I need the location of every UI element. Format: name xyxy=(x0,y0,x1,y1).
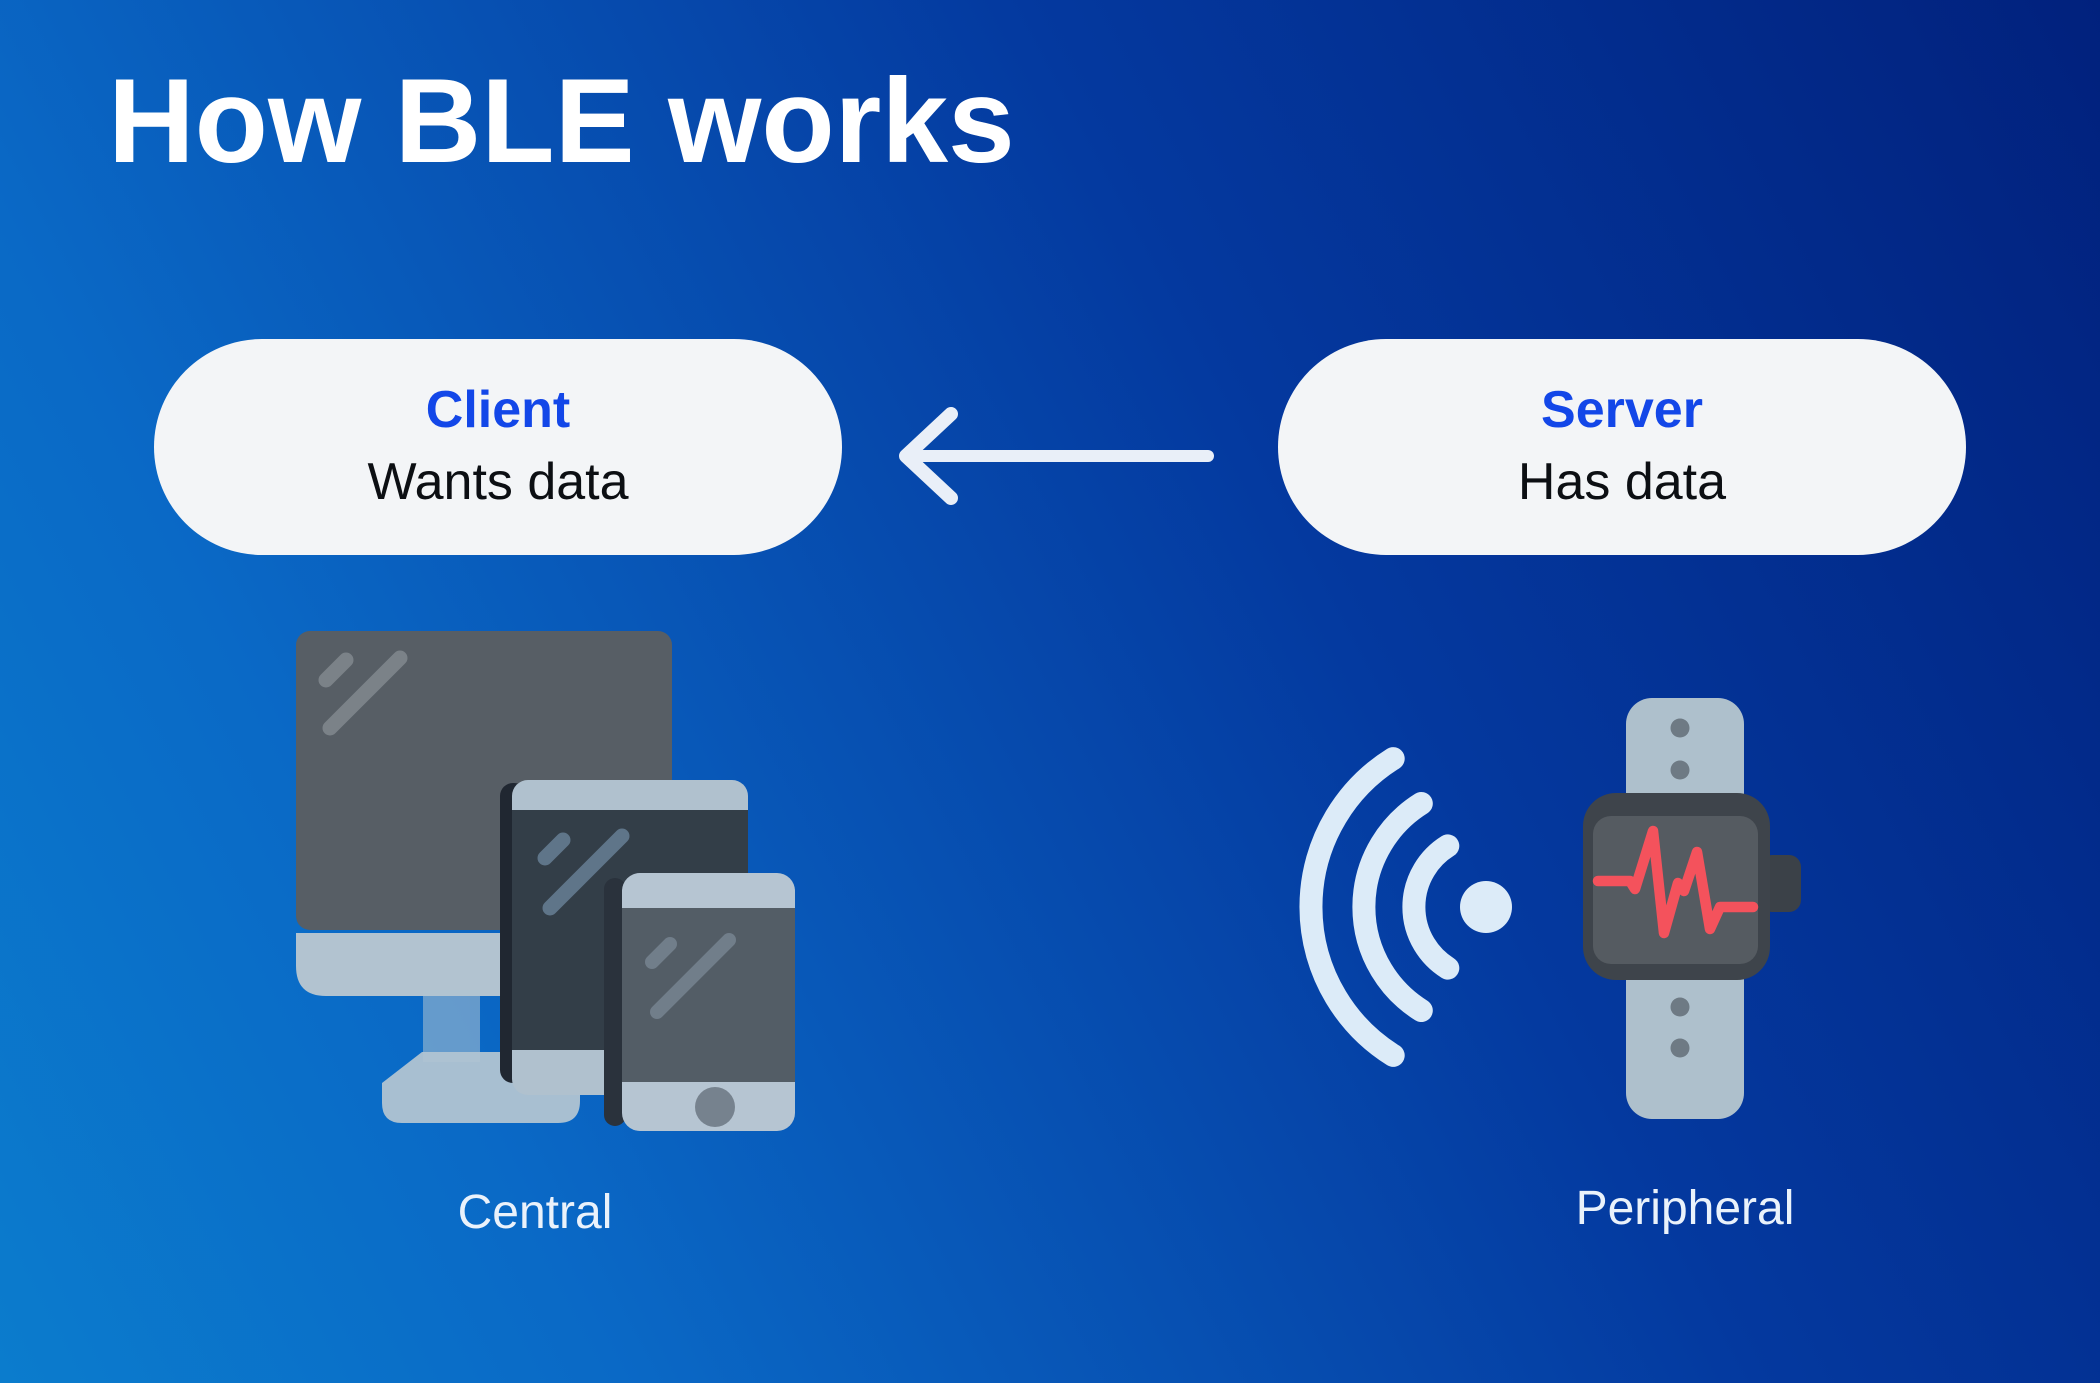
smartwatch-heartbeat-icon xyxy=(1583,698,1801,1119)
central-devices-icon xyxy=(296,631,795,1131)
central-role-label: Central xyxy=(457,1186,613,1239)
peripheral-role-label: Peripheral xyxy=(1575,1182,1795,1235)
heartbeat-line xyxy=(1592,825,1759,939)
server-node-subtitle: Has data xyxy=(1517,453,1727,511)
client-node: Client Wants data xyxy=(154,339,842,555)
wireless-signal-icon xyxy=(1299,747,1512,1067)
client-node-title: Client xyxy=(425,381,571,440)
peripheral-illustration xyxy=(1299,698,1801,1119)
client-node-subtitle: Wants data xyxy=(367,453,629,511)
phone-icon xyxy=(604,873,795,1131)
server-node-title: Server xyxy=(1541,381,1703,440)
page-title: How BLE works xyxy=(108,54,1015,188)
server-node: Server Has data xyxy=(1278,339,1966,555)
left-arrow-icon xyxy=(899,407,1214,505)
